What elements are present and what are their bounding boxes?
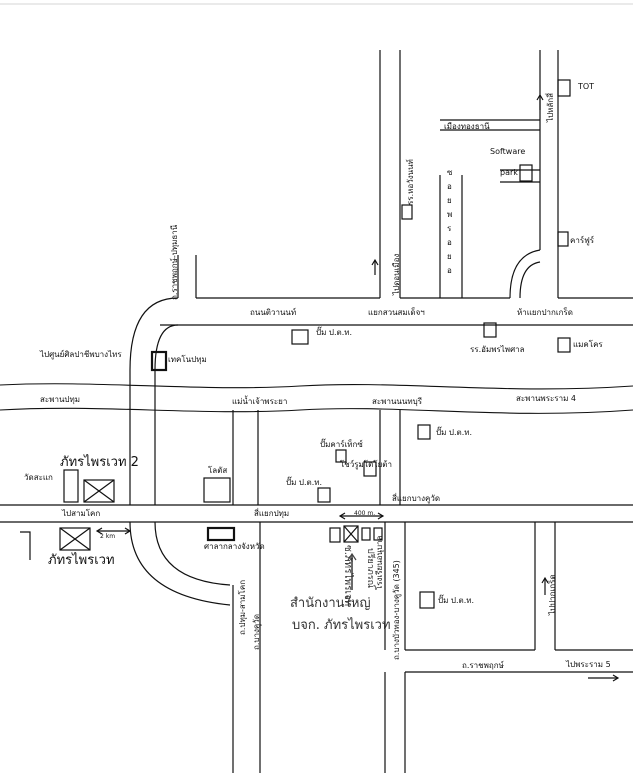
- handwritten-priyaporn: ปรียาภรณ์: [365, 548, 375, 588]
- box-b: [361, 527, 371, 541]
- label-city-hall: ศาลากลางจังหวัด: [204, 542, 265, 551]
- tot-building: [557, 79, 571, 97]
- phatra-main-building: [59, 527, 91, 551]
- label-ptt-2: ปั๊ม ป.ต.ท.: [436, 428, 473, 437]
- label-dist-400m: 400 m.: [354, 510, 376, 517]
- school-ansupornsawat: [483, 322, 497, 338]
- box-a: [329, 527, 341, 543]
- curve-lower-left: [129, 521, 231, 606]
- label-techno-pathum: เทคโนปทุม: [168, 355, 207, 364]
- river-bottom: [0, 407, 633, 414]
- label-road-rajaphruek: ถ.ราชพฤกษ์: [462, 661, 504, 670]
- label-intersection-bangkhuwat: สี่แยกบางคูวัด: [392, 494, 441, 503]
- ptt-station-4: [419, 591, 435, 609]
- label-pai-sirithorn: ไปศูนย์ศิลปาชีพบางไทร: [40, 350, 122, 359]
- label-caltex: ปั๊มคาร์เท็กซ์: [320, 440, 363, 449]
- soi-letter: ย: [447, 196, 452, 205]
- label-rr-horwang: รร.หอวังนนท์: [406, 159, 415, 205]
- label-ptt-1: ปั๊ม ป.ต.ท.: [316, 328, 353, 337]
- label-makro: แมคโคร: [573, 340, 603, 349]
- label-road-rajaphruek-top: ถ.ราชพฤกษ์-ปทุมธานี: [170, 224, 179, 300]
- techno-pathum-building: [150, 350, 168, 372]
- label-park: park: [500, 168, 518, 177]
- label-muang-thong-thani: เมืองทองธานี: [444, 122, 490, 131]
- carrefour-building: [557, 231, 569, 247]
- makro-building: [557, 337, 571, 353]
- school-horwang: [401, 204, 413, 220]
- label-pai-sam-khok: ไปสามโคก: [62, 509, 101, 518]
- box-c: [373, 527, 383, 541]
- label-intersection-pakkret: ห้าแยกปากเกร็ด: [517, 308, 573, 317]
- label-carrefour: คาร์ฟูร์: [570, 236, 595, 245]
- label-intersection-pathum: สี่แยกปทุม: [254, 509, 290, 518]
- label-intersection-top: แยกสวนสมเด็จฯ: [368, 308, 425, 317]
- label-tiwanon-road: ถนนติวานนท์: [250, 308, 297, 317]
- handwritten-company: บจก. ภัทรไพรเวท: [292, 618, 391, 633]
- label-pai-pakkret: ไปปากเกร็ด: [548, 574, 557, 615]
- toyota-showroom: [363, 461, 377, 477]
- label-lotus: โลตัส: [208, 466, 228, 475]
- wat-sathai: [63, 469, 79, 503]
- ptt-station-3: [317, 487, 331, 503]
- soi-letter: อ: [447, 238, 452, 247]
- phatra-2-building: [83, 479, 115, 503]
- ptt-station-1: [291, 329, 309, 345]
- hq-building: [343, 525, 359, 543]
- lotus-building: [203, 477, 231, 503]
- label-road-345: ถ.บางบัวทอง-บางคูวัด (345): [392, 560, 401, 660]
- soi-letter: อ: [447, 182, 452, 191]
- curve-chaengwattana: [509, 249, 541, 299]
- curve-left-top: [129, 297, 179, 371]
- soi-letter: ร: [447, 224, 452, 233]
- label-bridge-rama4: สะพานพระราม 4: [516, 394, 576, 403]
- label-bridge-nonthaburi: สะพานนนทบุรี: [372, 397, 422, 406]
- label-bridge-pathum: สะพานปทุม: [40, 395, 81, 404]
- label-toyota: โชว์รูมโตโยต้า: [340, 460, 392, 469]
- soi-letter: ย: [447, 252, 452, 261]
- ptt-station-2: [417, 424, 431, 440]
- label-rr-ansupornsawat: รร.อัมพรไพศาล: [470, 345, 525, 354]
- label-software: Software: [490, 147, 526, 156]
- label-pai-rama5: ไปพระราม 5: [566, 660, 611, 669]
- handwritten-hq: สำนักงานใหญ่: [290, 596, 371, 611]
- city-hall-building: [206, 526, 236, 542]
- soi-letter: อ: [447, 266, 452, 275]
- label-ptt-3: ปั๊ม ป.ต.ท.: [286, 478, 323, 487]
- label-phatra-2: ภัทรไพรเวท 2: [60, 455, 139, 470]
- software-park-building: [519, 164, 533, 182]
- label-river: แม่น้ำเจ้าพระยา: [232, 397, 288, 406]
- soi-letter: พ: [447, 210, 453, 219]
- river-top: [0, 383, 633, 390]
- label-pai-laksi: ไปหลักสี่: [546, 92, 555, 122]
- handwritten-soi: ซ.ภัทรไพรเวท: [342, 545, 353, 607]
- label-road-bangkhuwat-vertical: ถ.บางคูวัด: [252, 614, 261, 650]
- label-pai-don-muang: ไปดอนเมือง: [392, 253, 401, 295]
- soi-letter: ซ: [447, 168, 453, 177]
- caltex-station: [335, 449, 347, 463]
- label-tot: TOT: [578, 82, 595, 91]
- label-wat-sathai: วัดสะแก: [24, 473, 53, 482]
- label-phatra-main: ภัทรไพรเวท: [48, 553, 115, 568]
- label-ptt-4: ปั๊ม ป.ต.ท.: [438, 596, 475, 605]
- label-dist-2km: 2 km: [100, 533, 116, 540]
- label-road-pathum-vertical: ถ.ปทุม-สามโคก: [238, 579, 247, 635]
